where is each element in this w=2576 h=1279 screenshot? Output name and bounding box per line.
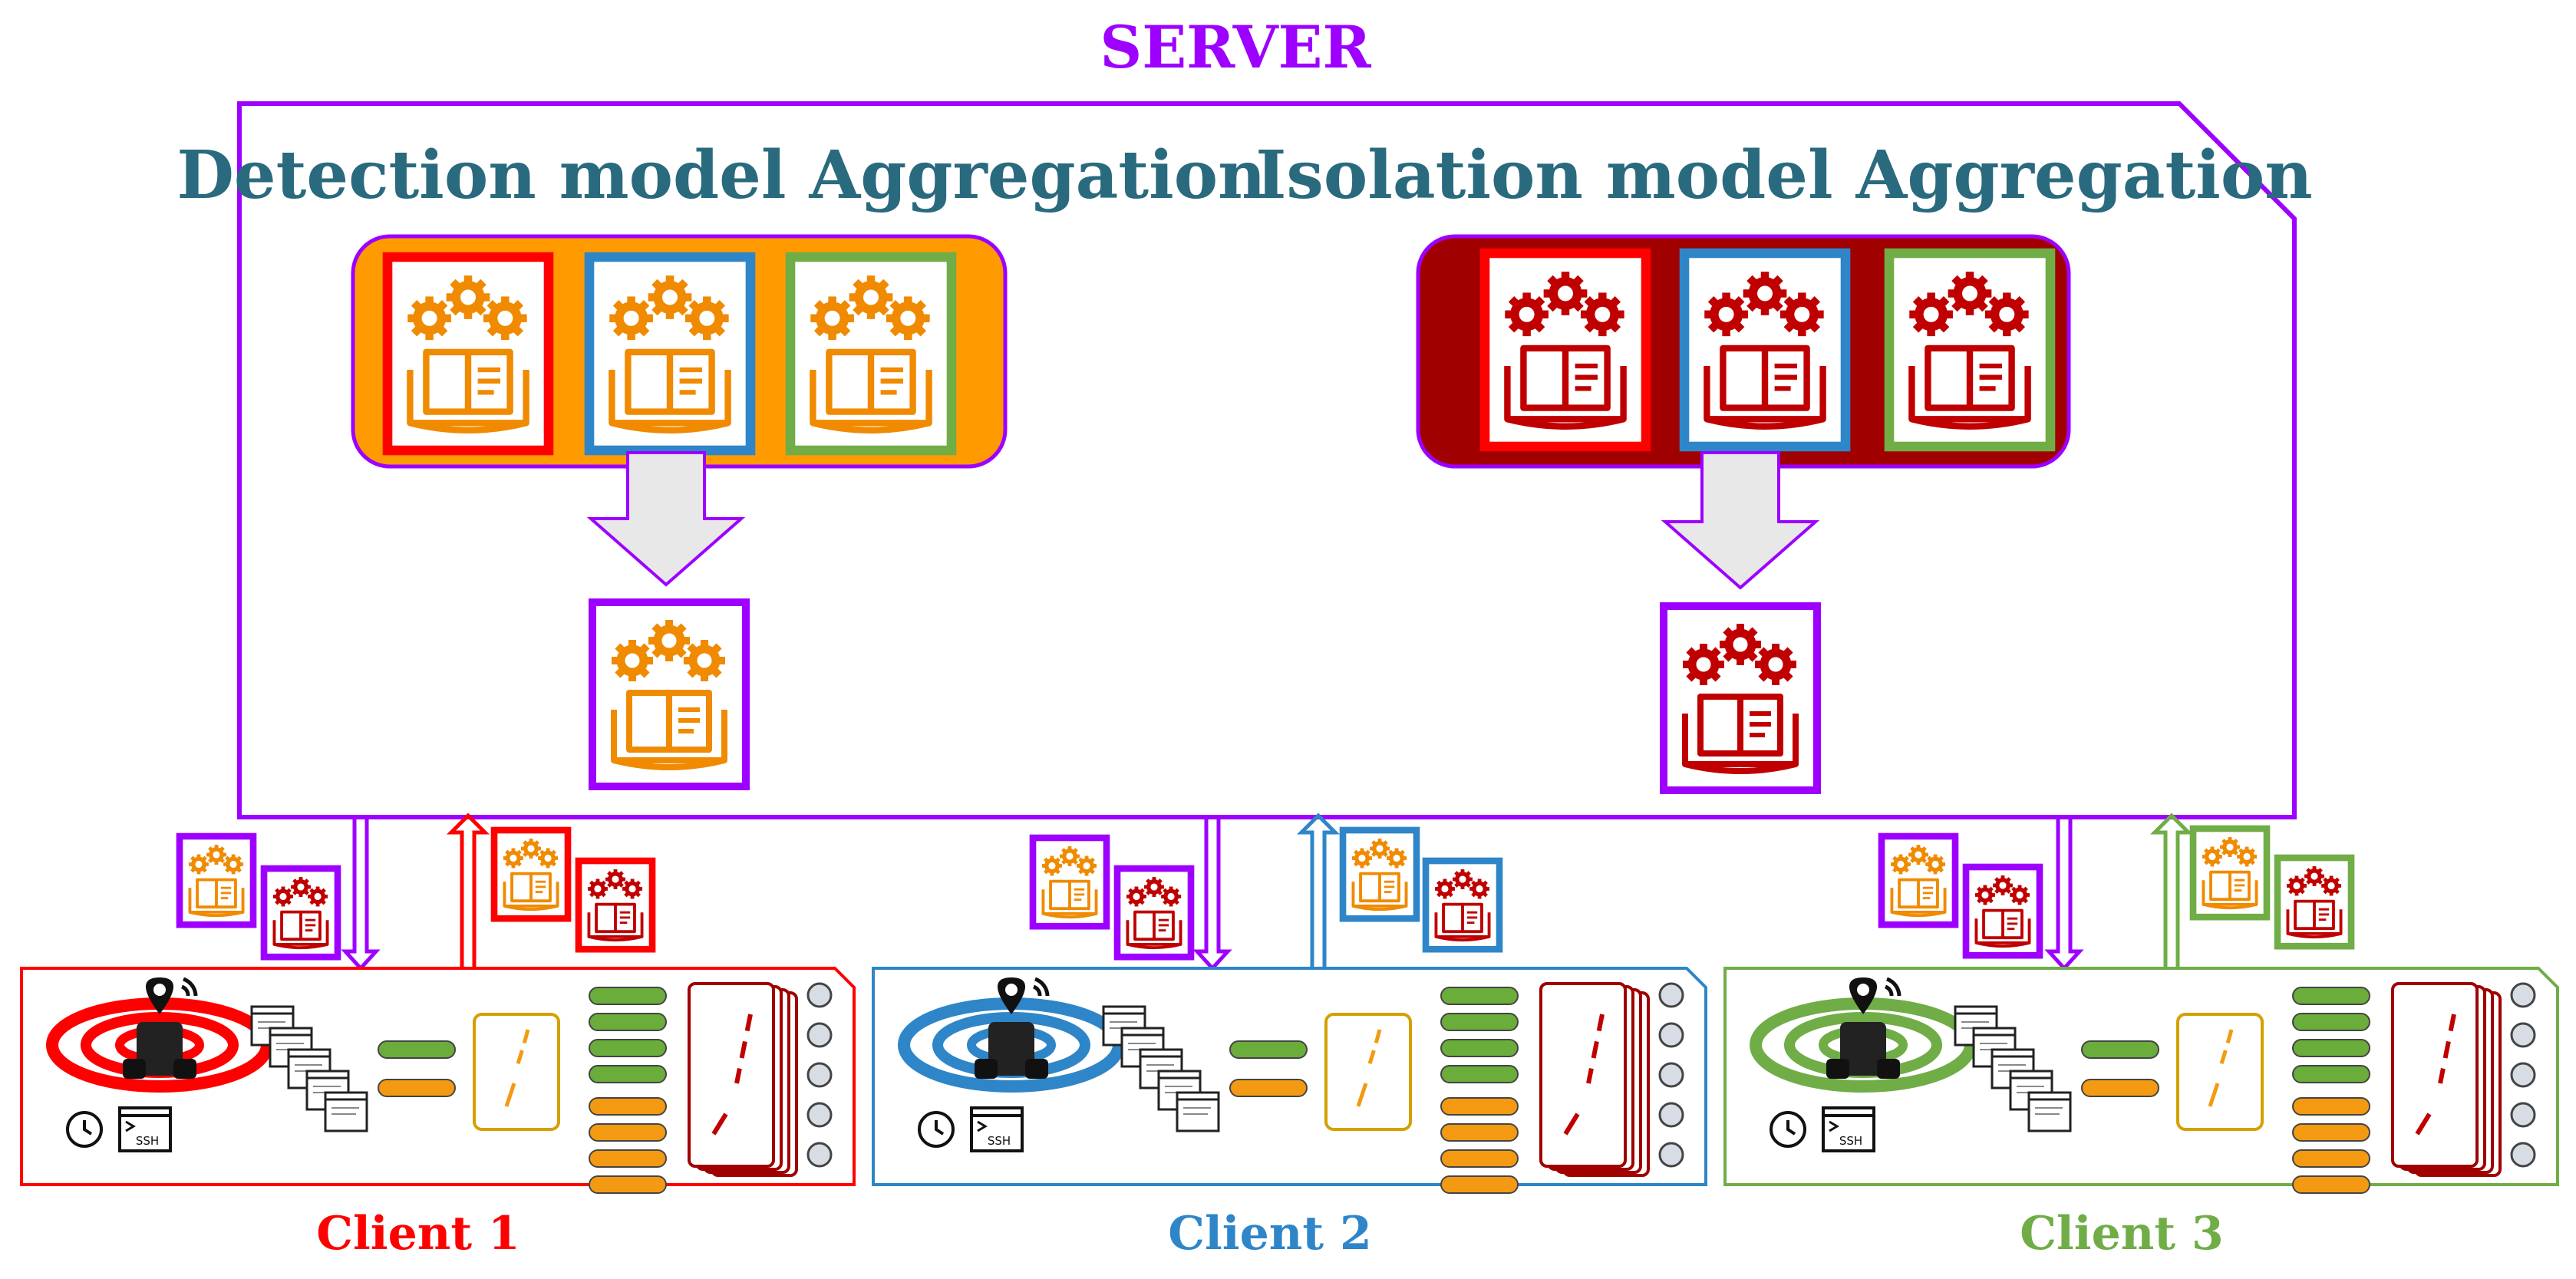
client1-local-model-card-icon xyxy=(473,1013,560,1131)
client2-output-bars xyxy=(1440,987,1519,1194)
client1-output-nodes xyxy=(806,982,833,1168)
client1-ssh-terminal-icon: SSH xyxy=(118,1106,172,1152)
client2-down-detection-model-icon xyxy=(1029,834,1110,930)
client1-up-detection-model-icon xyxy=(490,826,572,922)
client2-log-windows-icon xyxy=(1102,1005,1220,1132)
client2-up-detection-model-icon xyxy=(1339,826,1420,922)
client1-output-bars xyxy=(589,987,667,1194)
client2-links xyxy=(1029,813,1503,971)
client2-up-isolation-model-icon xyxy=(1422,857,1503,953)
client3-panel: SSH xyxy=(1723,967,2559,1194)
client3-up-detection-model-icon xyxy=(2189,825,2271,921)
client1-clock-icon xyxy=(66,1111,103,1148)
client3-feature-bar-orange xyxy=(2081,1079,2159,1097)
client3-stacked-pages-icon xyxy=(2391,982,2502,1177)
client3-down-detection-model-icon xyxy=(1878,832,1959,928)
client1-location-pin-icon xyxy=(146,977,173,1014)
client1-log-windows-icon xyxy=(250,1005,368,1132)
client1-feature-bar-green xyxy=(378,1040,456,1059)
client1-downlink-arrow xyxy=(341,817,381,971)
client2-location-pin-icon xyxy=(998,977,1025,1014)
client3-links xyxy=(1878,813,2355,971)
detection-model-group xyxy=(351,234,1008,469)
client3-uplink-arrow xyxy=(2149,813,2194,968)
client1-label: Client 1 xyxy=(316,1207,520,1261)
client2-stacked-pages-icon xyxy=(1539,982,1650,1177)
client3-up-isolation-model-icon xyxy=(2274,854,2355,950)
isolation-aggregate-arrow xyxy=(1661,451,1820,590)
client3-log-windows-icon xyxy=(1954,1005,2072,1132)
client1-up-isolation-model-icon xyxy=(575,857,656,953)
isolation-aggregated-model-icon xyxy=(1660,602,1821,794)
client1-feature-bar-orange xyxy=(378,1079,456,1097)
client1-uplink-arrow xyxy=(446,813,490,968)
client2-clock-icon xyxy=(918,1111,955,1148)
detection-model-client2-icon xyxy=(584,252,756,456)
detection-aggregated-model-icon xyxy=(589,598,750,790)
client2-ssh-terminal-icon: SSH xyxy=(970,1106,1024,1152)
client1-down-detection-model-icon xyxy=(176,832,257,928)
client1-ssh-label: SSH xyxy=(136,1134,159,1148)
client3-robot-icon xyxy=(1826,1022,1900,1079)
client3-ssh-label: SSH xyxy=(1839,1134,1862,1148)
client2-ssh-label: SSH xyxy=(988,1134,1011,1148)
isolation-model-client1-icon xyxy=(1479,248,1651,452)
client1-stacked-pages-icon xyxy=(688,982,798,1177)
client3-output-bars xyxy=(2292,987,2370,1194)
client3-ssh-terminal-icon: SSH xyxy=(1822,1106,1875,1152)
client2-uplink-arrow xyxy=(1296,813,1341,968)
detection-title: Detection model Aggregation xyxy=(176,137,1265,214)
client2-feature-bar-green xyxy=(1229,1040,1308,1059)
isolation-model-group xyxy=(1416,234,2071,469)
client2-downlink-arrow xyxy=(1192,817,1232,971)
client2-down-isolation-model-icon xyxy=(1113,865,1195,961)
client2-local-model-card-icon xyxy=(1324,1013,1412,1131)
isolation-model-client2-icon xyxy=(1679,248,1851,452)
detection-model-client3-icon xyxy=(785,252,957,456)
client1-down-isolation-model-icon xyxy=(260,865,341,961)
client2-panel: SSH xyxy=(872,967,1707,1194)
client2-feature-bar-orange xyxy=(1229,1079,1308,1097)
client1-links xyxy=(176,813,656,971)
client3-location-pin-icon xyxy=(1849,977,1877,1014)
client3-feature-bar-green xyxy=(2081,1040,2159,1059)
client3-downlink-arrow xyxy=(2044,817,2084,971)
client2-label: Client 2 xyxy=(1168,1207,1372,1261)
client2-robot-icon xyxy=(975,1022,1048,1079)
server-box xyxy=(237,101,2297,819)
client2-wifi-icon xyxy=(1032,977,1050,997)
client1-wifi-icon xyxy=(180,977,198,997)
detection-aggregate-arrow xyxy=(586,451,746,587)
client3-local-model-card-icon xyxy=(2176,1013,2264,1131)
client1-panel: SSH xyxy=(20,967,856,1194)
client3-wifi-icon xyxy=(1884,977,1901,997)
detection-model-client1-icon xyxy=(382,252,554,456)
server-label: SERVER xyxy=(1100,13,1371,81)
client1-robot-icon xyxy=(123,1022,196,1079)
client3-clock-icon xyxy=(1770,1111,1806,1148)
client2-output-nodes xyxy=(1658,982,1684,1168)
client3-output-nodes xyxy=(2510,982,2536,1168)
client3-down-isolation-model-icon xyxy=(1962,863,2043,959)
client3-label: Client 3 xyxy=(2020,1207,2224,1261)
isolation-model-client3-icon xyxy=(1884,248,2056,452)
isolation-title: Isolation model Aggregation xyxy=(1255,137,2313,214)
